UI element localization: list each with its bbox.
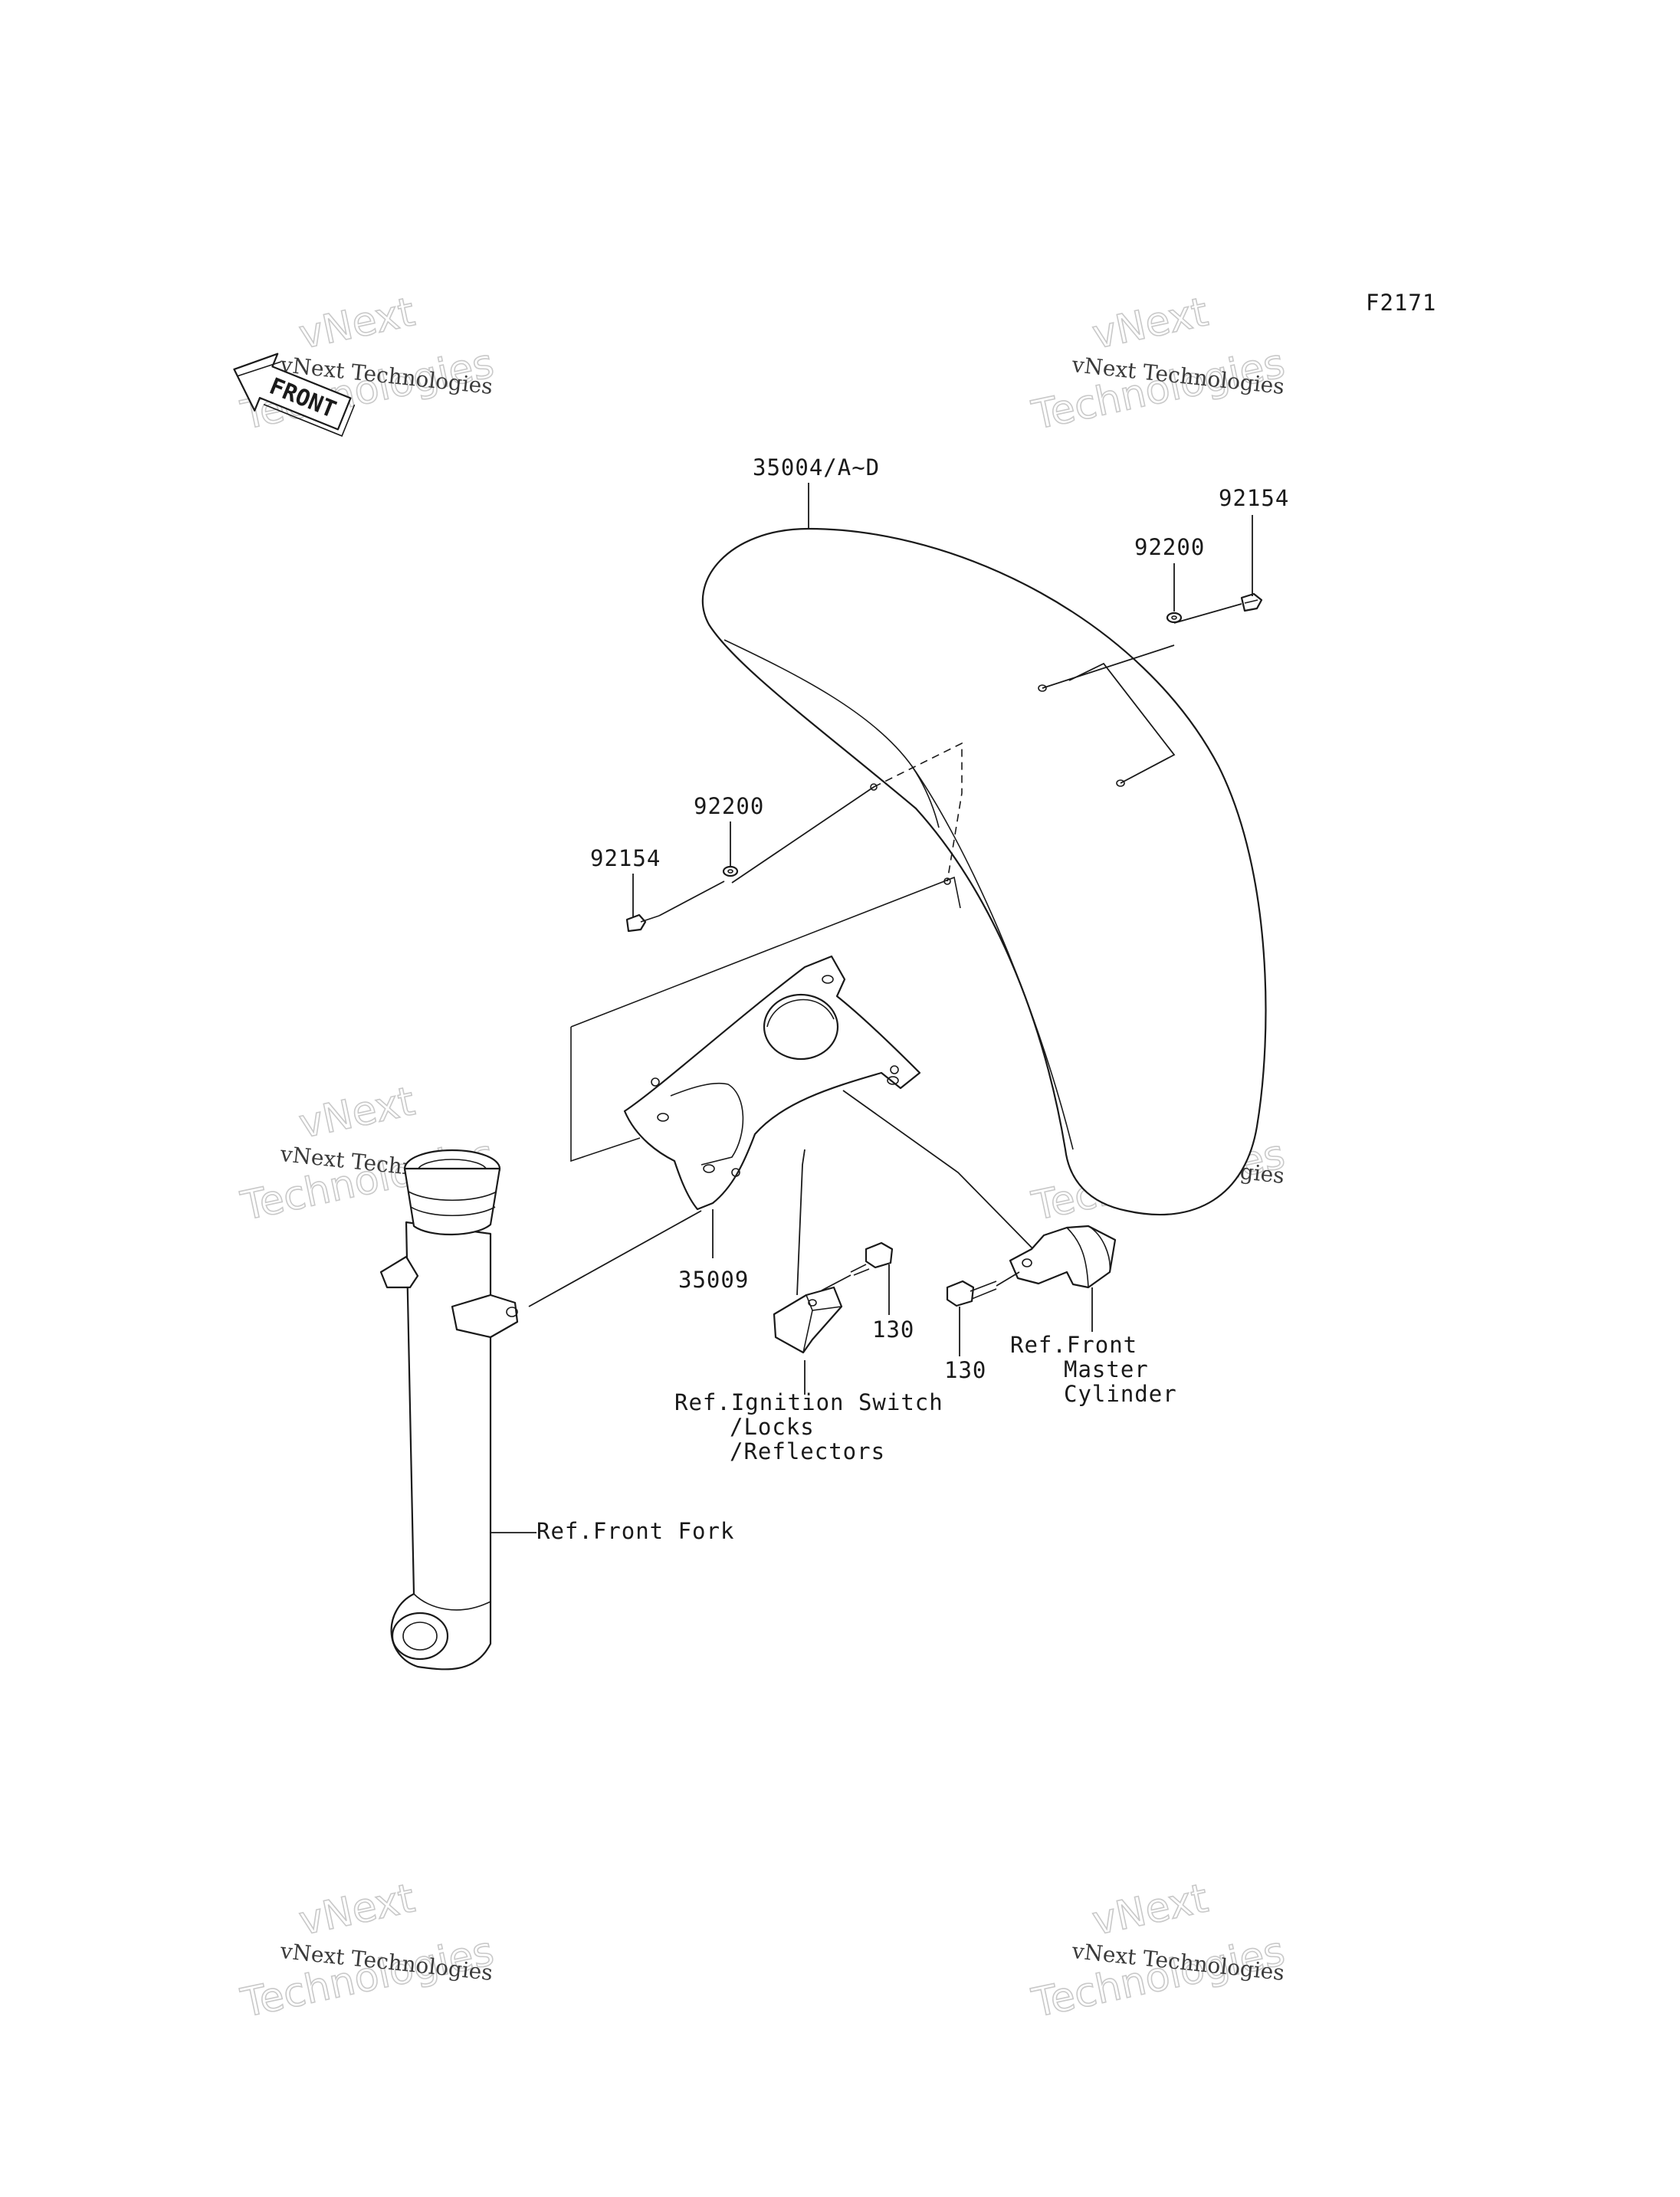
fender-dashed-outline xyxy=(873,742,963,882)
watermark-vnext: vNext xyxy=(1088,1875,1212,1944)
mount-line-right xyxy=(1042,644,1175,689)
callout-35004: 35004/A~D xyxy=(753,454,880,480)
figure-code: F2171 xyxy=(1366,290,1436,316)
mount-line-master xyxy=(842,1090,1035,1251)
callout-92200-left: 92200 xyxy=(694,793,764,819)
fender-bracket xyxy=(623,955,921,1211)
mount-line-fork xyxy=(528,1210,702,1307)
callout-130-a: 130 xyxy=(872,1317,914,1343)
callout-ref-master-line2: Master xyxy=(1064,1356,1149,1382)
ignition-bracket xyxy=(773,1286,843,1354)
mount-line-ignition xyxy=(796,1149,806,1296)
washer-left-icon xyxy=(722,865,739,877)
bolt-axis-130-a xyxy=(821,1274,851,1291)
callout-ref-ignition-line3: /Reflectors xyxy=(730,1438,885,1464)
master-cylinder-clamp xyxy=(1009,1225,1117,1289)
watermark-top-left: vNext Technologies vNext Technologies xyxy=(236,289,498,440)
mount-line-left xyxy=(731,786,874,884)
callout-ref-master-line1: Ref.Front xyxy=(1010,1332,1137,1358)
callout-ref-front-fork: Ref.Front Fork xyxy=(536,1518,734,1544)
watermark-vnext: vNext xyxy=(295,1875,418,1944)
bolt-axis-130-b xyxy=(996,1271,1020,1287)
callout-35009: 35009 xyxy=(678,1267,749,1293)
callout-ref-ignition-line2: /Locks xyxy=(730,1414,815,1440)
bolt-right-icon xyxy=(1240,592,1263,612)
bracket-plane xyxy=(570,876,961,1162)
watermark-bottom-right: vNext Technologies vNext Technologies xyxy=(1027,1875,1289,2028)
mount-plane-right xyxy=(1068,662,1176,784)
watermark-top-right: vNext Technologies vNext Technologies xyxy=(1027,289,1289,440)
watermark-vnext: vNext xyxy=(295,1078,418,1147)
watermark-vnext: vNext xyxy=(1088,289,1212,358)
callout-92200-right: 92200 xyxy=(1134,534,1205,560)
callout-ref-master-line3: Cylinder xyxy=(1064,1381,1177,1407)
callout-130-b: 130 xyxy=(944,1357,986,1383)
front-fender xyxy=(701,527,1267,1216)
washer-right-icon xyxy=(1166,612,1183,624)
front-fork xyxy=(379,1149,519,1671)
callout-ref-ignition-line1: Ref.Ignition Switch xyxy=(674,1389,943,1415)
bolt-left-icon xyxy=(625,913,660,933)
watermark-vnext: vNext xyxy=(295,289,418,358)
callout-92154-right: 92154 xyxy=(1219,485,1289,511)
bolt-axis-left xyxy=(658,880,725,917)
bolt-130-b-icon xyxy=(946,1280,997,1307)
bolt-130-a-icon xyxy=(850,1241,894,1276)
callout-92154-left: 92154 xyxy=(590,845,661,871)
bolt-axis-right xyxy=(1173,603,1242,624)
watermark-bottom-left: vNext Technologies vNext Technologies xyxy=(236,1875,498,2028)
